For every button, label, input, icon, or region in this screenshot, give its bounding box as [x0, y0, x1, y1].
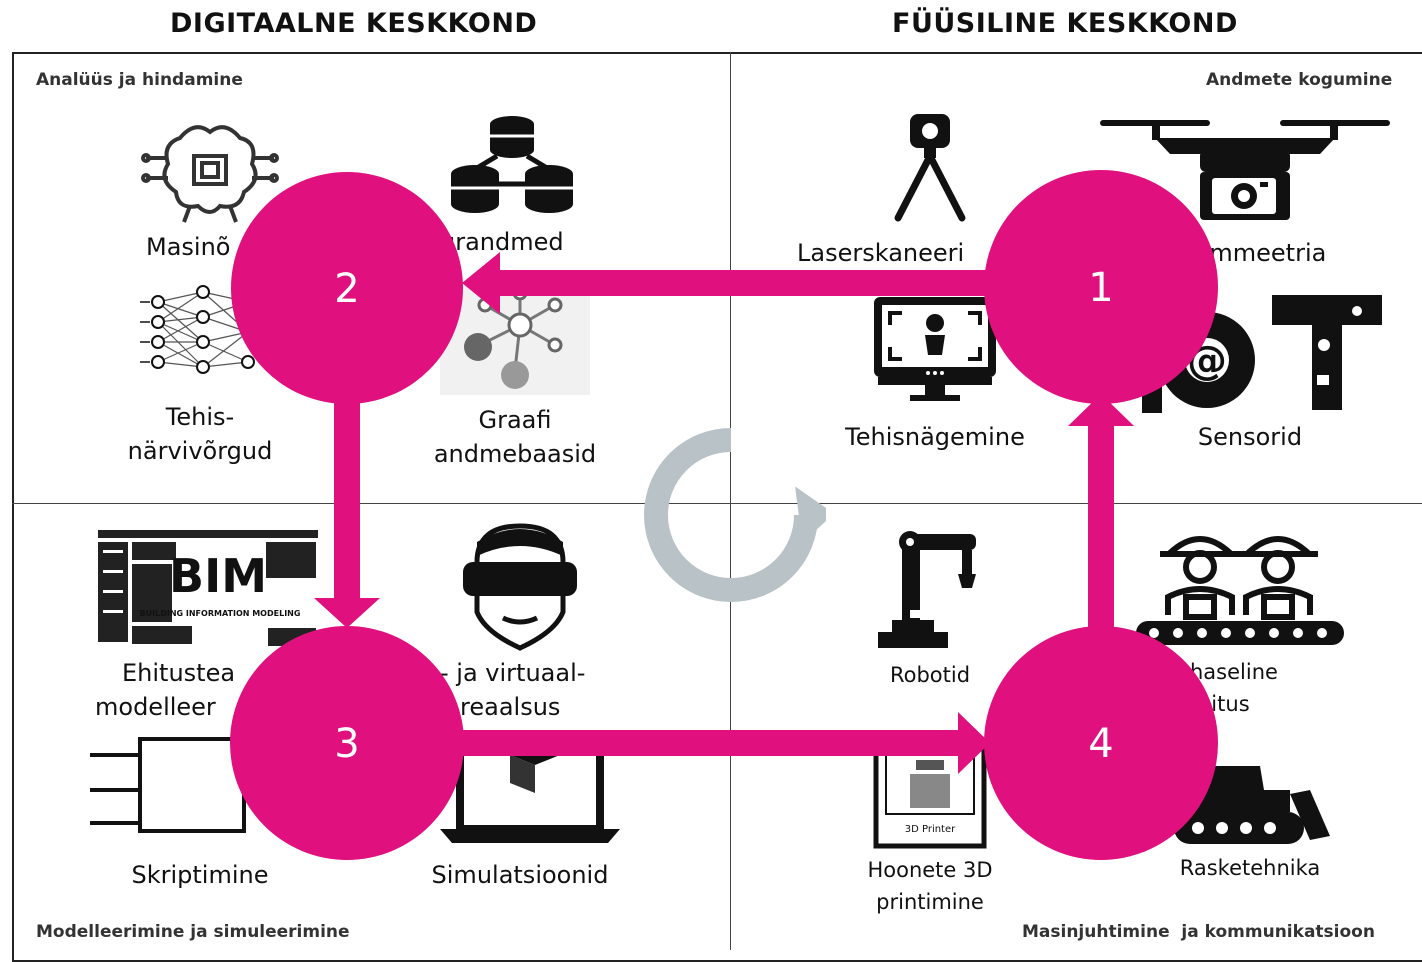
heading-digital-environment: DIGITAALNE KESKKOND — [170, 8, 538, 39]
label-ehitustea-line1: Ehitustea — [122, 659, 236, 687]
step-number-1: 1 — [1088, 265, 1114, 311]
quadrant-label-analysis: Analüüs ja hindamine — [36, 70, 243, 90]
label-tehisnagemine: Tehisnägemine — [845, 423, 1025, 451]
step-number-2: 2 — [334, 266, 360, 312]
arrow-4-to-1-head — [1068, 394, 1134, 426]
label-suurandmed: urandmed — [440, 228, 564, 256]
drone-camera-icon — [1100, 120, 1390, 220]
quadrant-label-modelling: Modelleerimine ja simuleerimine — [36, 922, 350, 942]
robot-arm-icon — [878, 531, 976, 648]
label-virtuaal-line1: - ja virtuaal- — [440, 659, 586, 687]
step-number-3: 3 — [334, 721, 360, 767]
brain-chip-icon — [141, 125, 279, 223]
quadrant-label-data-collection: Andmete kogumine — [1206, 70, 1393, 90]
arrow-3-to-4-head — [958, 712, 990, 774]
cycle-refresh-icon — [644, 428, 826, 602]
laser-scanner-tripod-icon — [894, 114, 966, 222]
heading-physical-environment: FÜÜSILINE KESKKOND — [892, 8, 1238, 39]
step-circle-1 — [984, 170, 1218, 404]
prefab-construction-workers-icon — [1136, 536, 1344, 645]
vr-headset-icon — [463, 523, 577, 651]
label-masinope: Masinõ — [146, 233, 231, 261]
label-sensorid: Sensorid — [1197, 423, 1303, 451]
label-printimine-line1: Hoonete 3D — [867, 858, 993, 882]
arrow-3-to-4-shaft — [460, 730, 965, 756]
vertical-divider — [730, 52, 731, 950]
3d-printer-text: 3D Printer — [905, 824, 956, 835]
label-skriptimine: Skriptimine — [131, 861, 269, 889]
label-graafi-line1: Graafi — [478, 406, 552, 434]
step-number-4: 4 — [1088, 721, 1114, 767]
step-circle-2 — [231, 172, 463, 404]
quadrant-label-machine-control: Masinjuhtimine ja kommunikatsioon — [1022, 922, 1375, 942]
bim-text: BIM — [169, 549, 267, 603]
label-rasketehnika: Rasketehnika — [1179, 856, 1321, 880]
label-simulatsioonid: Simulatsioonid — [431, 861, 609, 889]
arrow-1-to-2-shaft — [485, 270, 1005, 296]
bim-subtitle-text: BUILDING INFORMATION MODELING — [140, 609, 301, 618]
heavy-machinery-bulldozer-icon — [1174, 766, 1330, 844]
label-tehis-line1: Tehis- — [165, 403, 235, 431]
3d-printer-icon: 3D Printer — [873, 740, 987, 849]
arrow-2-to-3-head — [314, 598, 380, 628]
label-robotid: Robotid — [889, 663, 971, 687]
label-printimine-line2: printimine — [876, 890, 984, 914]
horizontal-divider — [12, 503, 1422, 504]
label-ehitustea-line2: modelleer — [95, 693, 216, 721]
label-graafi-line2: andmebaasid — [433, 440, 597, 468]
label-virtuaal-line2: reaalsus — [460, 693, 561, 721]
label-laserskaneerimine: Laserskaneeri — [797, 239, 965, 267]
arrow-1-to-2-head — [462, 252, 500, 314]
arrow-2-to-3-shaft — [334, 395, 360, 605]
bim-word-cloud-icon: BIM BUILDING INFORMATION MODELING — [98, 530, 318, 648]
big-data-database-icon — [451, 116, 573, 213]
arrow-4-to-1-shaft — [1088, 420, 1114, 630]
computer-vision-monitor-icon — [874, 297, 996, 401]
step-circle-3 — [230, 626, 464, 860]
label-jarkjarguline-line1: haseline — [1190, 660, 1278, 684]
label-tehis-line2: närvivõrgud — [127, 437, 273, 465]
step-circle-4 — [984, 626, 1218, 860]
